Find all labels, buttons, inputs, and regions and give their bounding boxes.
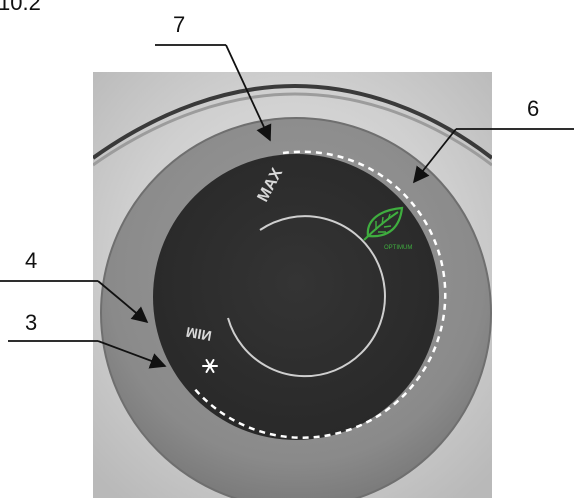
callout-number-3: 3 xyxy=(25,310,37,335)
figure-label: 10.2 xyxy=(0,0,41,15)
callout-number-4: 4 xyxy=(25,248,37,273)
leaf-icon xyxy=(363,206,404,241)
device-photo xyxy=(93,72,492,498)
callout-number-7: 7 xyxy=(173,12,185,37)
housing-groove xyxy=(93,83,492,160)
callout-arrow-6 xyxy=(412,128,457,184)
callout-arrow-4 xyxy=(97,280,149,324)
indicator-arc xyxy=(227,215,386,378)
min-label: MIN xyxy=(185,324,213,344)
temperature-scale-arc xyxy=(192,150,447,439)
snowflake-icon xyxy=(202,359,218,373)
dial-face[interactable] xyxy=(153,154,439,440)
optimum-label: OPTIMUM xyxy=(384,245,412,251)
callout-number-6: 6 xyxy=(527,96,539,121)
callout-arrow-7 xyxy=(225,44,272,142)
callout-arrow-3 xyxy=(97,340,167,369)
